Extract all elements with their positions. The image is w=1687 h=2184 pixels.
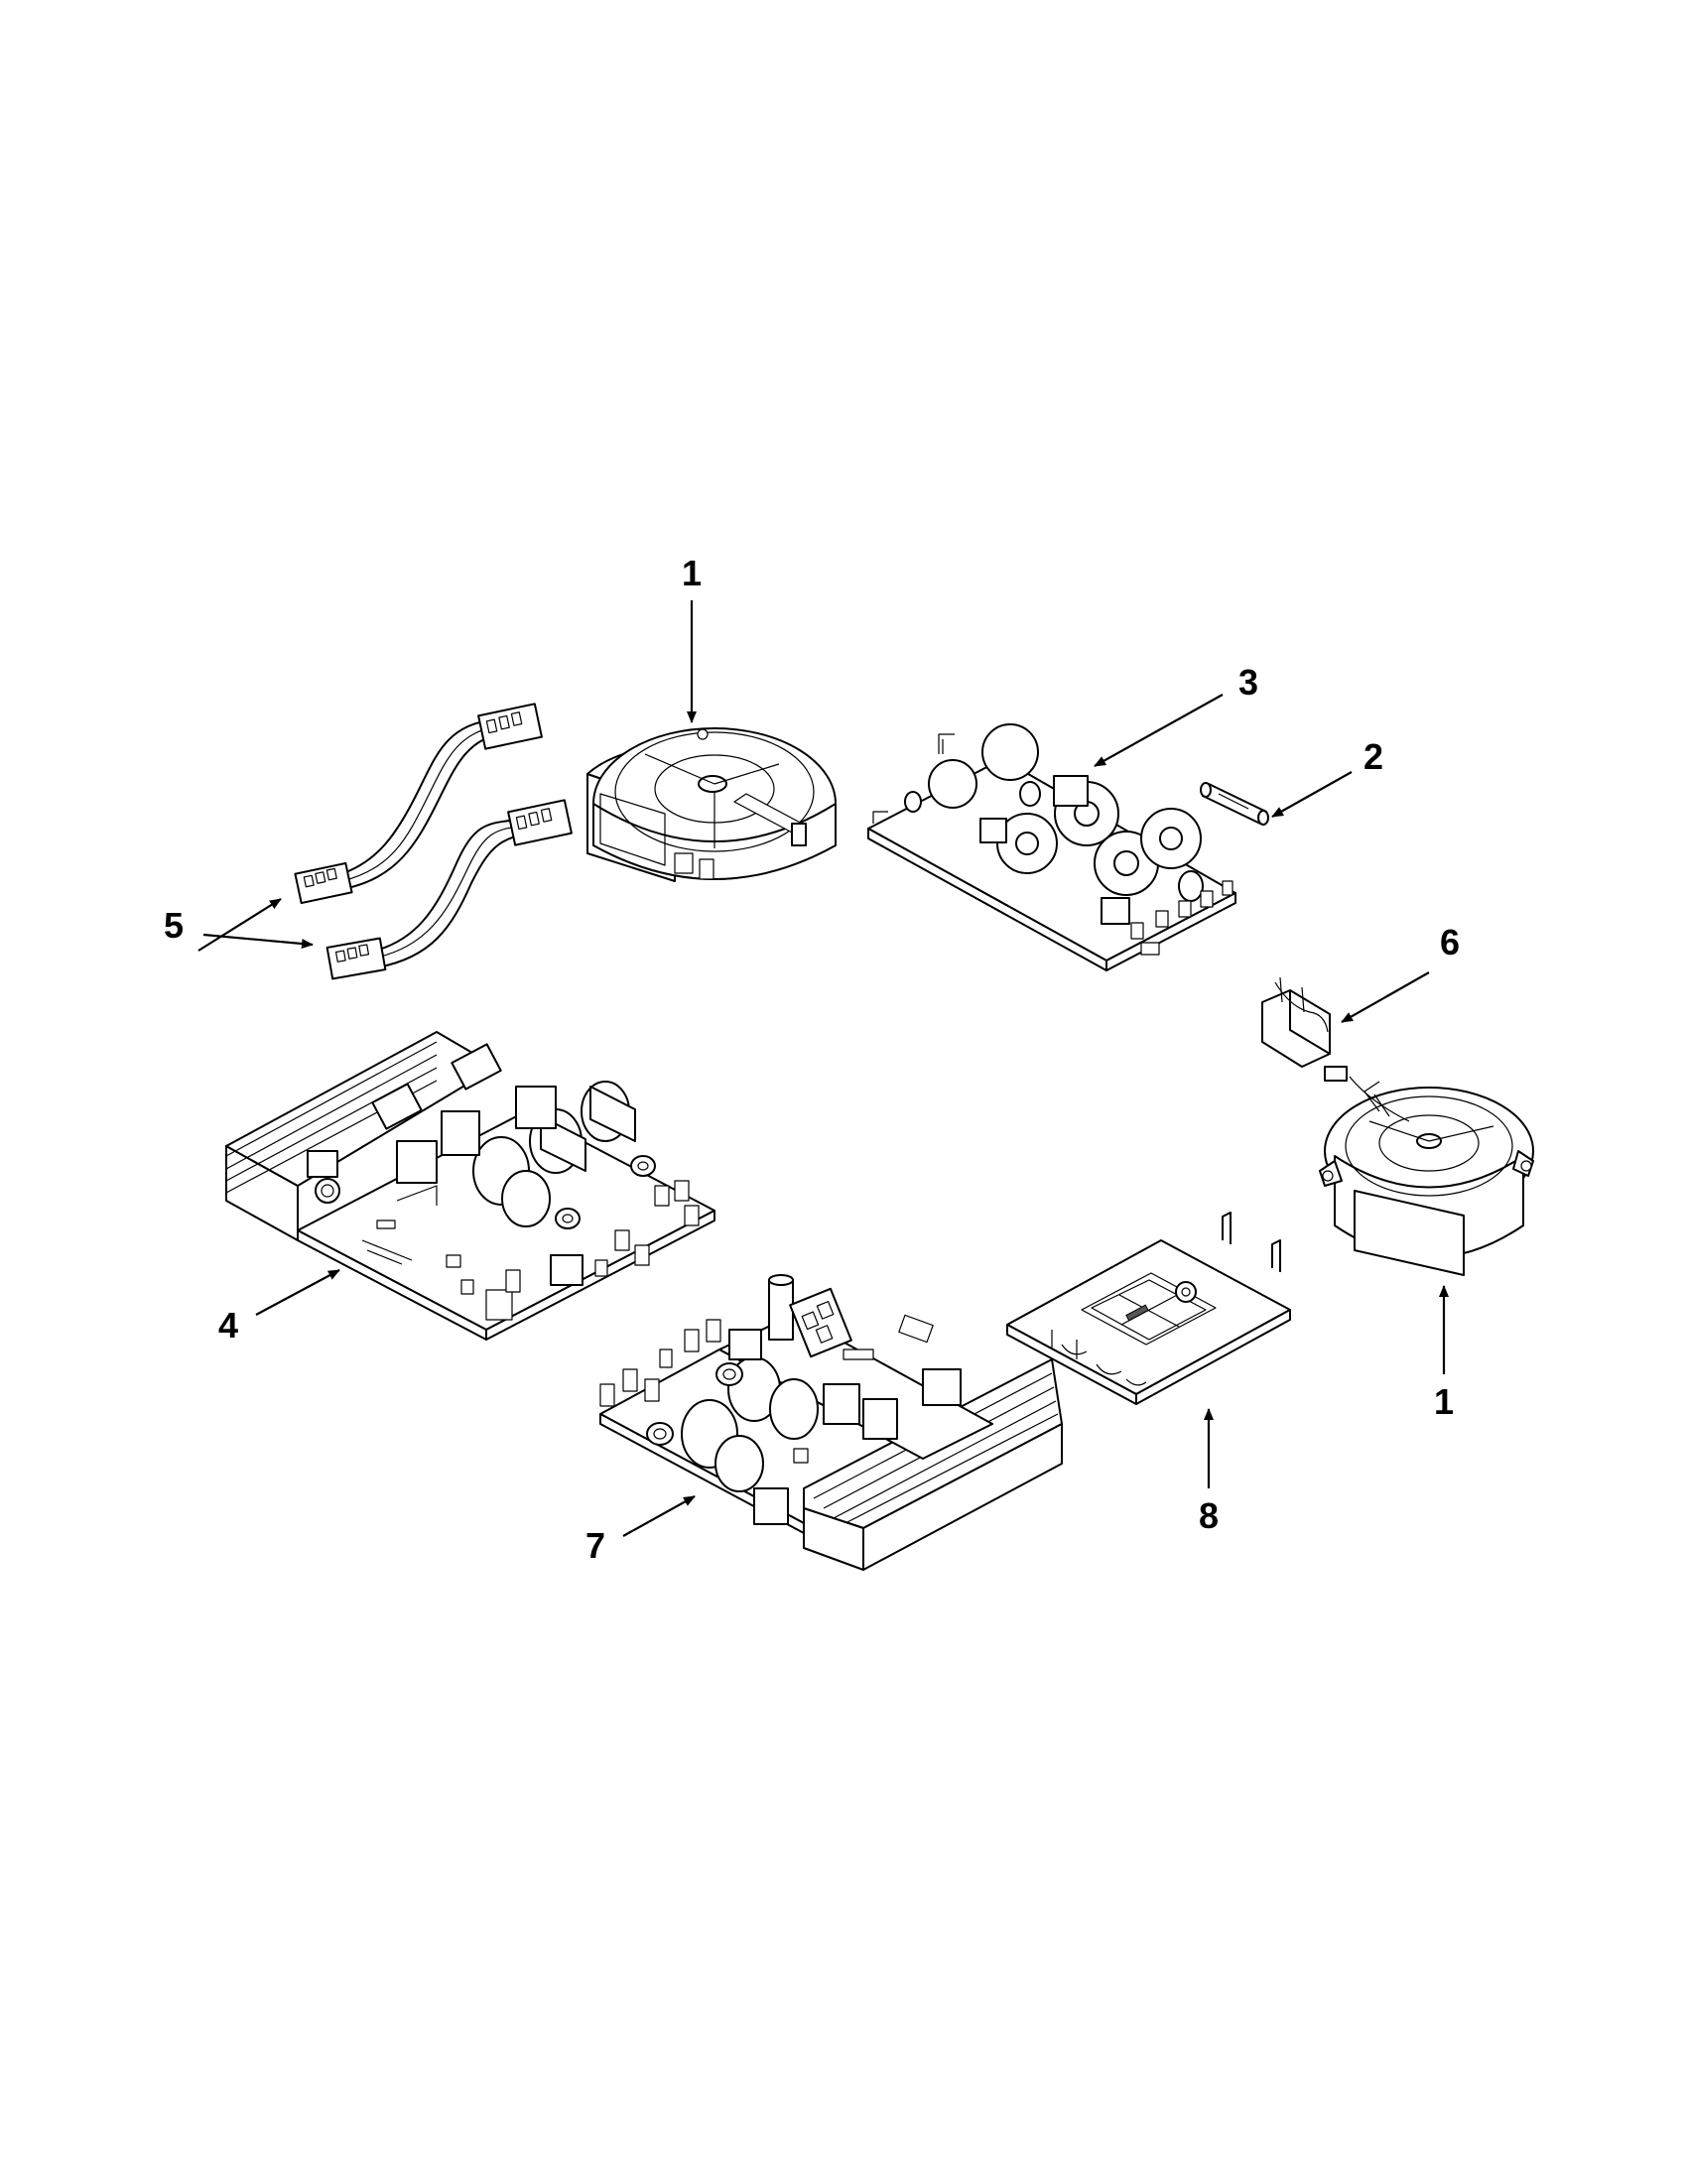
filter-board (867, 723, 1236, 971)
leader-board-left (255, 1269, 340, 1316)
harness-lower (325, 799, 573, 980)
fan-top (586, 727, 837, 882)
leader-harness-lower (202, 933, 314, 949)
leader-board-right (622, 1495, 696, 1537)
leader-filter-board (1094, 694, 1224, 767)
fuse-holder (1261, 976, 1331, 1068)
power-board-right (599, 1274, 1063, 1571)
harness-upper (294, 703, 543, 905)
callout-fan-right: 1 (1434, 1381, 1454, 1422)
callout-fan-top: 1 (682, 553, 702, 593)
callout-power-board-left: 4 (218, 1305, 238, 1346)
mounting-bracket (1006, 1212, 1291, 1405)
leader-fuse (1271, 771, 1353, 818)
callout-fuse: 2 (1363, 736, 1383, 777)
callout-filter-board: 3 (1238, 662, 1258, 703)
leader-lines (197, 600, 1449, 1537)
callout-fuse-holder: 6 (1440, 922, 1460, 963)
leader-harness-upper (197, 898, 282, 952)
callout-power-board-right: 7 (585, 1525, 605, 1566)
fuse (1200, 782, 1269, 826)
callout-harness: 5 (164, 905, 184, 946)
fan-right (1319, 1066, 1534, 1276)
leader-fuse-holder (1341, 971, 1430, 1023)
power-board-left (225, 1031, 715, 1341)
callout-bracket: 8 (1199, 1495, 1219, 1536)
